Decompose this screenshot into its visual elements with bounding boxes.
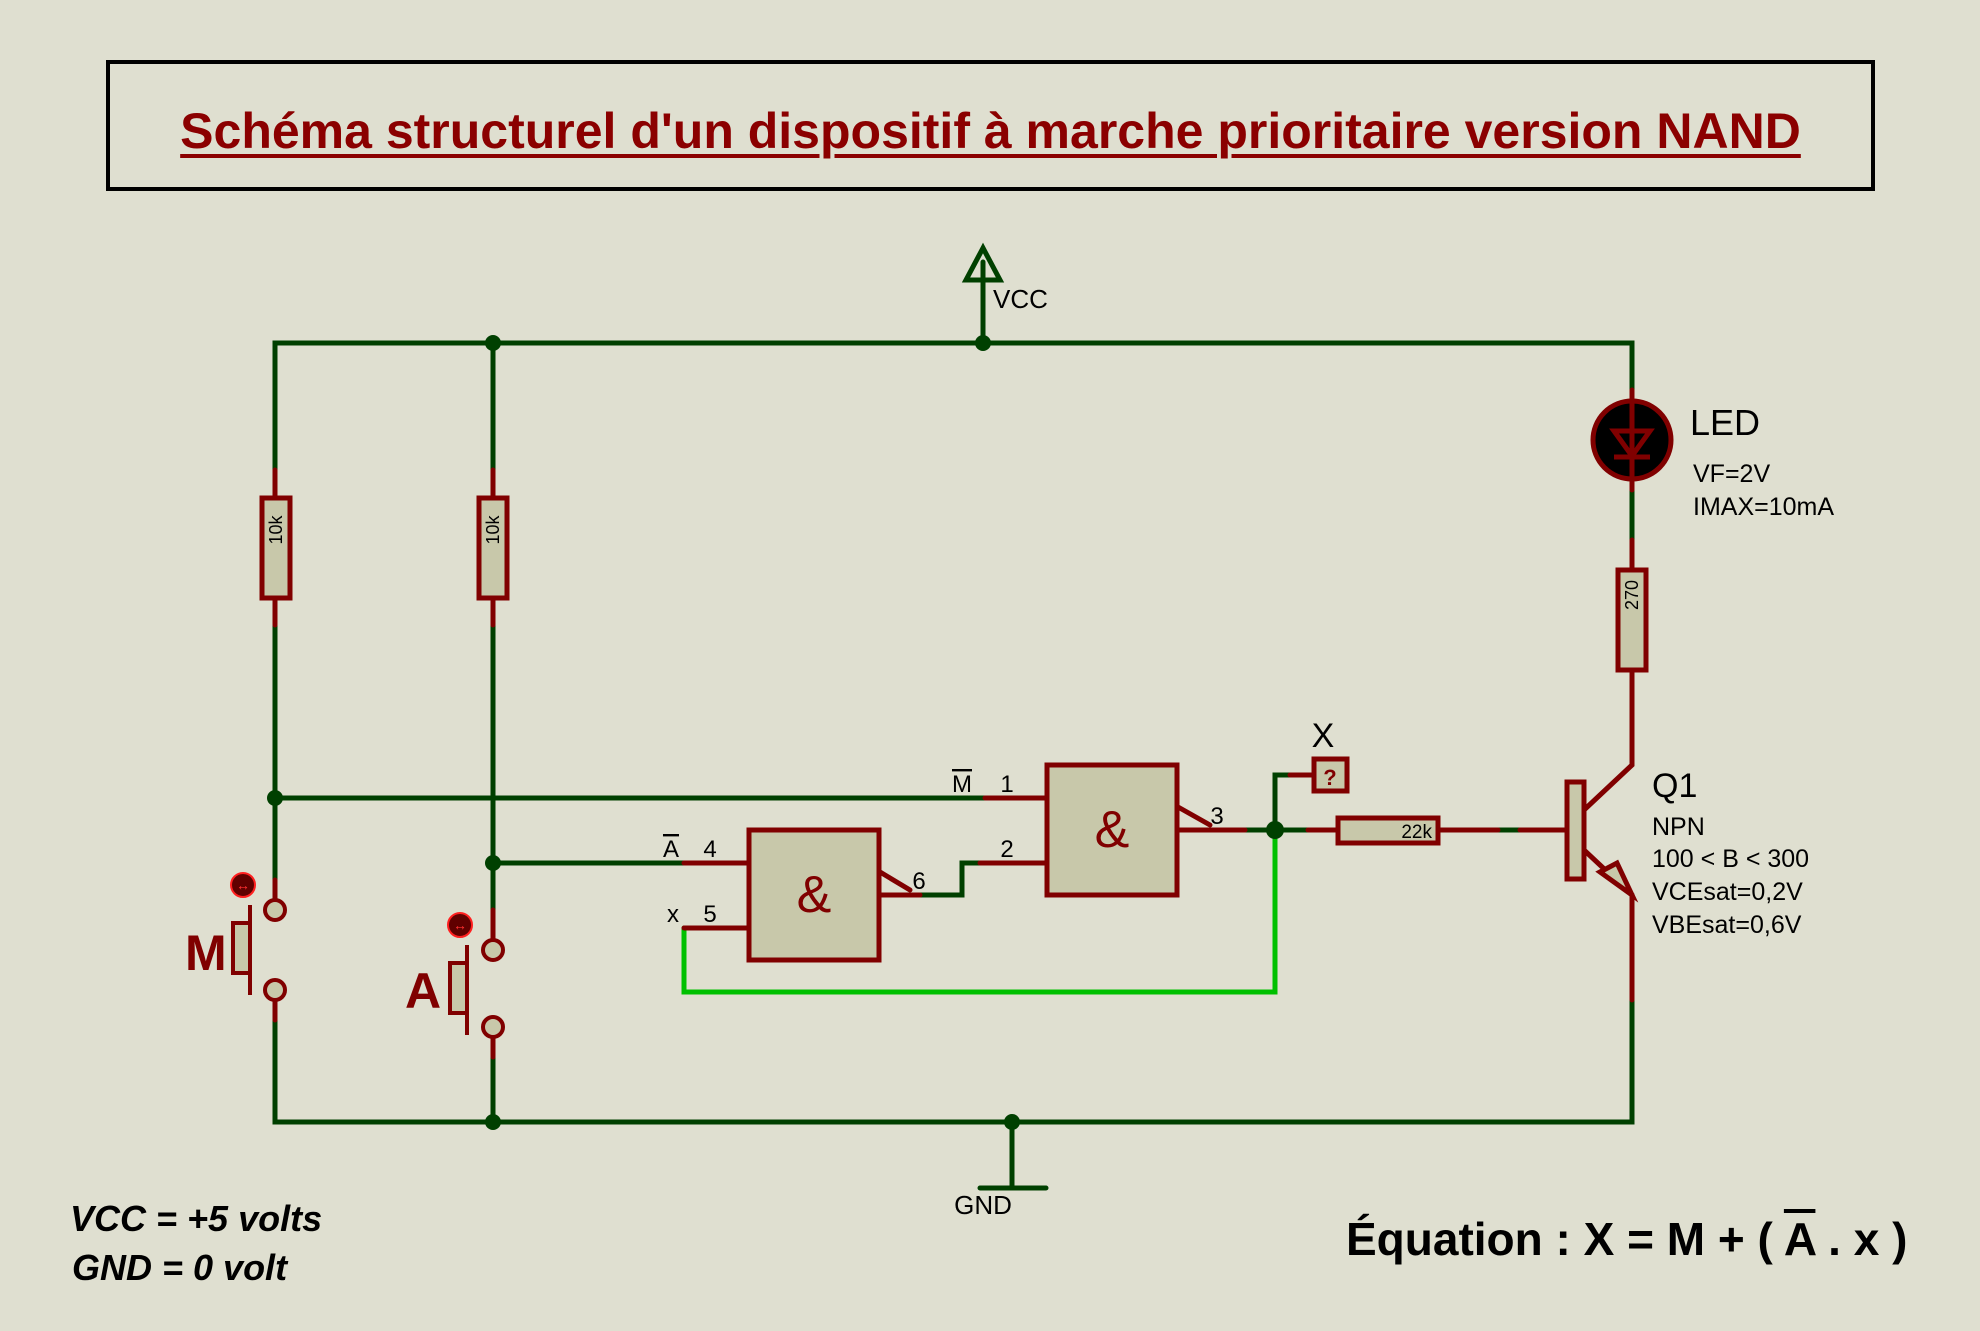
svg-text:270: 270 [1622,580,1642,610]
transistor-type: NPN [1652,813,1705,841]
vcc-rail [272,340,1635,501]
led-imax: IMAX=10mA [1693,493,1834,521]
toggle-icon[interactable] [447,912,473,938]
svg-text:10k: 10k [483,514,503,544]
gnd-note: GND = 0 volt [72,1247,288,1288]
vcc-note: VCC = +5 volts [70,1198,323,1239]
transistor-beta: 100 < B < 300 [1652,845,1809,873]
feedback-wire [681,827,1278,995]
equation-prefix: Équation : X = M + ( [1346,1213,1784,1265]
equation-negated: A [1783,1213,1816,1265]
equation: Équation : X = M + ( A . x ) [1346,1212,1907,1266]
vcc-arrow-icon [961,242,1005,283]
wire-probe [1272,772,1293,833]
switch-m[interactable]: ↔ [230,872,287,1002]
svg-text:&: & [1095,801,1130,859]
resistor-r2[interactable]: 10k [476,495,510,601]
emitter-arrow-icon [1595,859,1639,903]
svg-text:22k: 22k [1401,822,1432,843]
component-leads [272,387,1635,1060]
switch-a-label: A [405,963,441,1019]
title-frame: Schéma structurel d'un dispositif à marc… [106,60,1875,191]
gnd-rail [272,997,1635,1125]
resistor-r1[interactable]: 10k [259,495,293,601]
svg-text:&: & [797,866,832,924]
page-title: Schéma structurel d'un dispositif à marc… [180,103,1801,159]
svg-text:↔: ↔ [236,877,250,893]
g2-in-a-signal: M [952,771,972,798]
resistor-base[interactable]: 22k [1335,815,1441,846]
g1-out-pin: 6 [912,868,925,895]
g1-in-a-signal: A [663,836,679,863]
logic-probe[interactable]: ? [1311,756,1350,794]
g2-in-a-pin: 1 [1000,771,1013,798]
wire-g1-g2 [917,860,983,898]
nand-gate-2[interactable]: & [1044,762,1180,898]
vcc-label: VCC [993,284,1048,314]
g1-in-a-pin: 4 [703,836,716,863]
transistor-name: Q1 [1652,767,1697,805]
svg-text:↔: ↔ [453,917,467,933]
transistor-q1[interactable] [1564,779,1639,903]
resistor-led[interactable]: 270 [1615,567,1649,673]
junctions [267,335,1284,1130]
wires [272,259,1635,1191]
g1-in-b-pin: 5 [703,901,716,928]
led-name: LED [1690,402,1760,443]
transistor-vcesat: VCEsat=0,2V [1652,878,1803,906]
g1-in-b-signal: x [667,901,679,928]
equation-suffix: . x ) [1815,1213,1908,1265]
switch-a[interactable]: ↔ [447,912,505,1039]
toggle-icon[interactable] [230,872,256,898]
probe-question-icon: ? [1323,765,1336,790]
svg-text:10k: 10k [266,514,286,544]
gnd-label: GND [954,1190,1012,1220]
led-vf: VF=2V [1693,460,1770,488]
switch-m-label: M [185,925,227,981]
g2-in-b-pin: 2 [1000,836,1013,863]
probe-label: X [1312,717,1335,755]
g2-out-pin: 3 [1210,803,1223,830]
transistor-vbesat: VBEsat=0,6V [1652,911,1802,939]
nand-gate-1[interactable]: & [746,827,882,963]
led[interactable] [1590,398,1674,482]
